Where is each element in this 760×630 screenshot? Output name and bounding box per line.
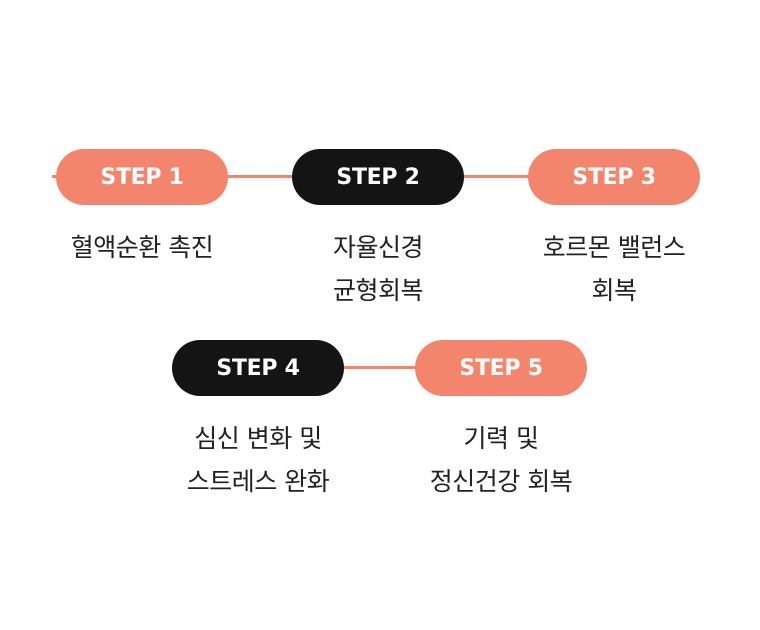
step-1-line-1: 혈액순환 촉진 (70, 233, 214, 262)
step-3-badge: STEP 3 (528, 149, 700, 205)
step-4-line-1: 심신 변화 및 (194, 424, 322, 453)
step-4-description: 심신 변화 및 스트레스 완화 (143, 417, 373, 503)
step-1-description: 혈액순환 촉진 (27, 226, 257, 269)
step-5-badge: STEP 5 (415, 340, 587, 396)
step-2-line-1: 자율신경 (332, 233, 424, 262)
step-3-description: 호르몬 밸런스 회복 (499, 226, 729, 312)
step-3-line-2: 회복 (591, 276, 637, 305)
connector-line-row2 (260, 366, 500, 369)
step-4-line-2: 스트레스 완화 (186, 467, 330, 496)
step-5-line-2: 정신건강 회복 (429, 467, 573, 496)
step-4-badge: STEP 4 (172, 340, 344, 396)
step-2-description: 자율신경 균형회복 (263, 226, 493, 312)
step-3-line-1: 호르몬 밸런스 (542, 233, 686, 262)
step-2-badge: STEP 2 (292, 149, 464, 205)
step-1-badge: STEP 1 (56, 149, 228, 205)
step-5-description: 기력 및 정신건강 회복 (386, 417, 616, 503)
step-2-line-2: 균형회복 (332, 276, 424, 305)
step-5-line-1: 기력 및 (463, 424, 539, 453)
